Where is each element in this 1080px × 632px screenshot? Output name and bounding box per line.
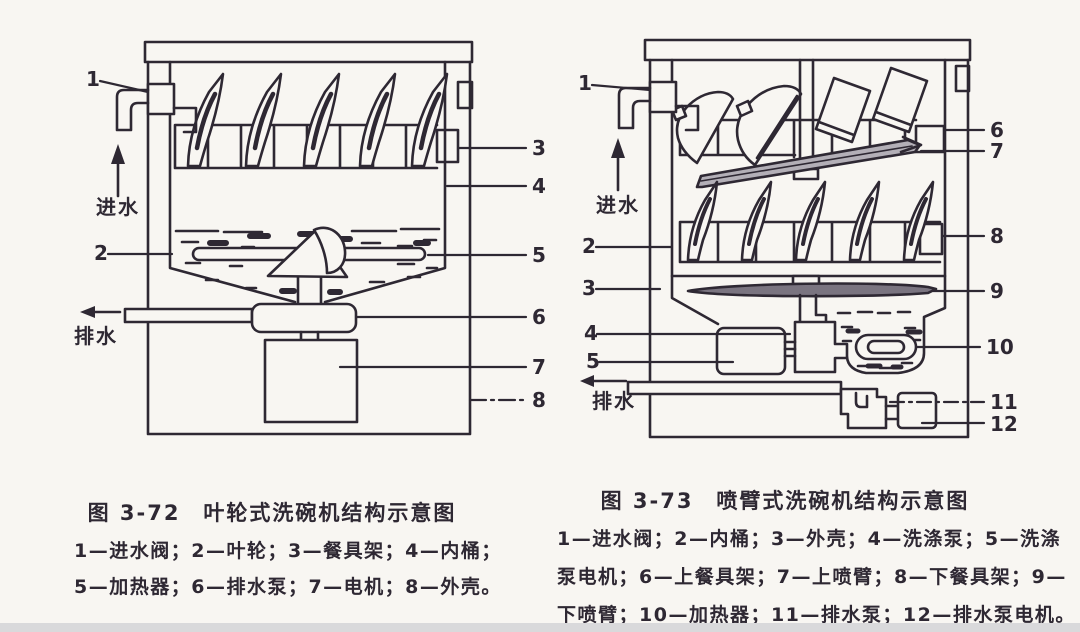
bowls xyxy=(670,84,803,167)
figure-3-72-legend-line-1: 1—进水阀；2—叶轮；3—餐具架；4—内桶； xyxy=(74,540,502,562)
callout-9: 9 xyxy=(990,279,1004,303)
wash-pump-motor xyxy=(715,326,787,376)
figure-3-73-legend-line-3: 下喷臂；10—加热器；11—排水泵；12—排水泵电机。 xyxy=(557,604,1076,626)
upper-spray-arm xyxy=(695,135,923,189)
drain-pump-inlet xyxy=(854,391,869,409)
drain-coupling xyxy=(884,404,900,421)
callout-1: 1 xyxy=(86,67,100,91)
drain-label: 排水 xyxy=(592,389,636,413)
impeller-shaft xyxy=(296,275,323,306)
leader-lines xyxy=(590,83,986,425)
door-latch xyxy=(456,80,474,110)
figure-3-73-diagram: 1 2 3 4 5 6 7 8 9 10 11 12 进水 排水 xyxy=(578,38,1018,439)
callout-6: 6 xyxy=(990,118,1004,142)
door-latch xyxy=(954,64,971,93)
inlet-valve xyxy=(617,80,700,132)
callout-8: 8 xyxy=(532,388,546,412)
inlet-label: 进水 xyxy=(596,193,640,217)
lid xyxy=(643,38,972,62)
callout-7: 7 xyxy=(990,139,1004,163)
inlet-arrow-icon xyxy=(111,144,125,198)
scan-edge-strip xyxy=(0,623,1080,632)
feed-pipe xyxy=(798,58,815,162)
callout-10: 10 xyxy=(986,335,1014,359)
figure-3-72-diagram: 1 2 3 4 5 6 7 8 进水 排水 xyxy=(74,40,546,436)
callout-7: 7 xyxy=(532,355,546,379)
plates xyxy=(186,72,449,168)
figure-3-73-caption: 图 3-73 喷臂式洗碗机结构示意图 xyxy=(600,489,970,513)
callout-11: 11 xyxy=(990,390,1018,414)
callout-2: 2 xyxy=(94,241,108,265)
callout-12: 12 xyxy=(990,412,1018,436)
callout-3: 3 xyxy=(532,136,546,160)
inlet-label: 进水 xyxy=(96,195,140,219)
water-dashes xyxy=(836,310,923,370)
drain-pump xyxy=(839,387,888,430)
plates xyxy=(686,180,935,262)
callout-5: 5 xyxy=(532,243,546,267)
callout-1: 1 xyxy=(578,71,592,95)
inlet-valve xyxy=(115,82,198,134)
outer-shell xyxy=(146,60,472,436)
drain-pump xyxy=(250,302,358,334)
leader-lines xyxy=(98,79,528,402)
callout-5: 5 xyxy=(586,349,600,373)
drain-arrow-icon xyxy=(580,375,628,387)
pump-motor-coupling xyxy=(299,330,320,342)
lower-spray-arm xyxy=(686,274,938,324)
figure-3-72-caption: 图 3-72 叶轮式洗碗机结构示意图 xyxy=(87,501,457,525)
outer-shell xyxy=(648,58,970,439)
drain-label: 排水 xyxy=(74,324,118,348)
figure-3-73-legend-line-2: 泵电机；6—上餐具架；7—上喷臂；8—下餐具架；9— xyxy=(557,566,1067,588)
callout-8: 8 xyxy=(990,224,1004,248)
pump-coupling xyxy=(783,340,797,358)
callout-3: 3 xyxy=(582,276,596,300)
inner-tub xyxy=(168,60,297,304)
callout-4: 4 xyxy=(584,321,598,345)
motor xyxy=(263,338,359,424)
heater xyxy=(854,333,918,361)
wash-pump xyxy=(793,320,849,374)
figure-3-72-legend-line-2: 5—加热器；6—排水泵；7—电机；8—外壳。 xyxy=(74,576,502,598)
drain-pipe xyxy=(123,307,254,324)
inlet-arrow-icon xyxy=(611,138,625,192)
plates xyxy=(814,66,929,144)
inner-tub xyxy=(845,58,947,375)
callout-6: 6 xyxy=(532,305,546,329)
drain-channel xyxy=(626,380,843,396)
inner-tub xyxy=(670,58,720,326)
callout-2: 2 xyxy=(582,234,596,258)
lid xyxy=(143,40,474,64)
drain-arrow-icon xyxy=(80,306,122,318)
callout-4: 4 xyxy=(532,174,546,198)
impeller xyxy=(266,226,349,279)
figure-3-73-legend-line-1: 1—进水阀；2—内桶；3—外壳；4—洗涤泵；5—洗涤 xyxy=(557,528,1062,550)
